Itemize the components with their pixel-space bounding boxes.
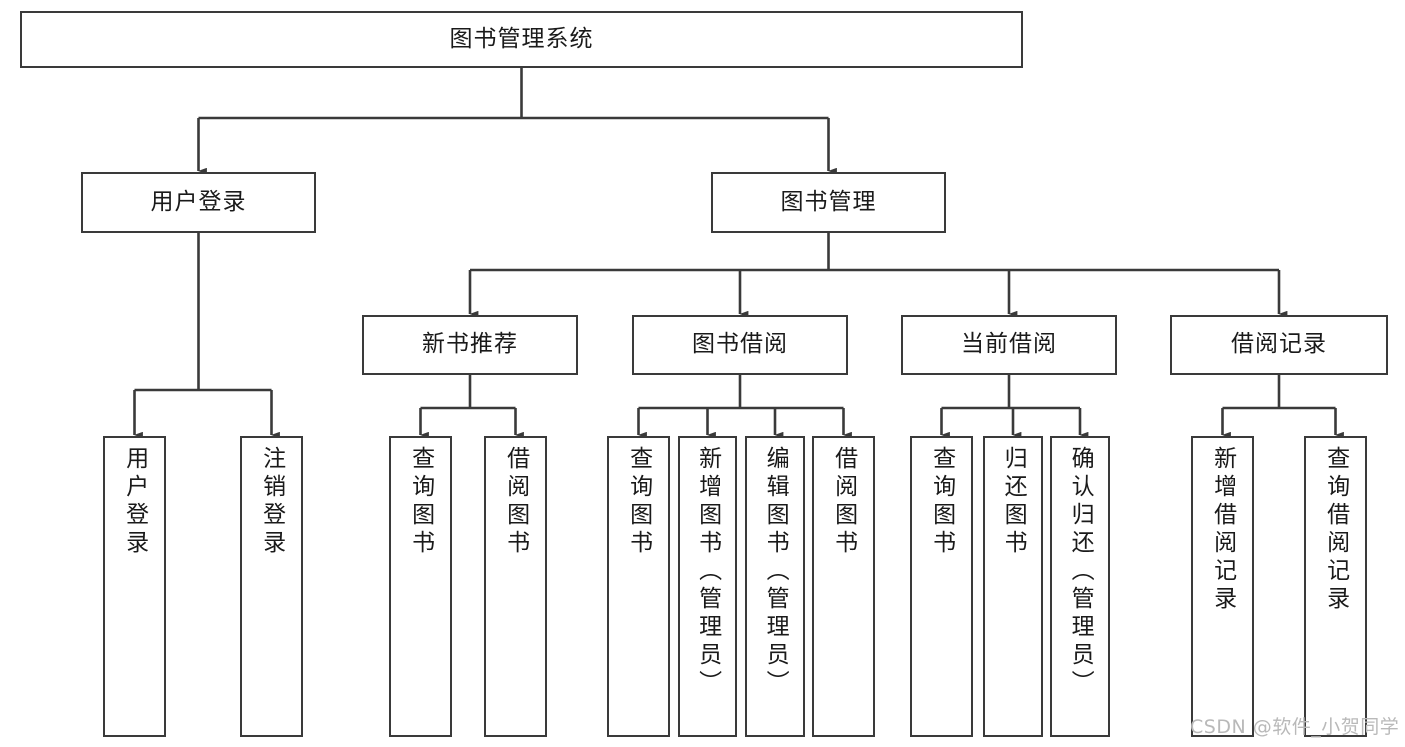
node-current-return-book[interactable]: 归还图书 bbox=[983, 436, 1043, 737]
node-label: 查询借阅记录 bbox=[1322, 446, 1349, 614]
node-label: 查询图书 bbox=[928, 446, 955, 558]
node-label: 新增借阅记录 bbox=[1209, 446, 1236, 614]
node-label: 新书推荐 bbox=[422, 331, 518, 358]
node-user-logout[interactable]: 注销登录 bbox=[240, 436, 303, 737]
node-current-borrow[interactable]: 当前借阅 bbox=[901, 315, 1117, 375]
node-new-book-recommend[interactable]: 新书推荐 bbox=[362, 315, 578, 375]
node-label: 归还图书 bbox=[1000, 446, 1027, 558]
node-label: 用户登录 bbox=[150, 188, 247, 215]
edge-group bbox=[133, 68, 1344, 439]
node-book-management[interactable]: 图书管理 bbox=[711, 172, 946, 233]
node-user-login[interactable]: 用户登录 bbox=[81, 172, 316, 233]
node-book-borrow[interactable]: 图书借阅 bbox=[632, 315, 848, 375]
node-label: 借阅记录 bbox=[1231, 331, 1327, 358]
node-label: 编辑图书（管理员） bbox=[762, 446, 789, 698]
node-current-query-book[interactable]: 查询图书 bbox=[910, 436, 973, 737]
node-label: 图书管理系统 bbox=[449, 25, 594, 52]
node-record-add[interactable]: 新增借阅记录 bbox=[1191, 436, 1254, 737]
node-label: 借阅图书 bbox=[830, 446, 857, 558]
node-borrow-add-book[interactable]: 新增图书（管理员） bbox=[678, 436, 737, 737]
node-recommend-query-book[interactable]: 查询图书 bbox=[389, 436, 452, 737]
node-label: 借阅图书 bbox=[502, 446, 529, 558]
node-label: 当前借阅 bbox=[961, 331, 1057, 358]
node-label: 新增图书（管理员） bbox=[694, 446, 721, 698]
node-label: 用户登录 bbox=[121, 446, 148, 558]
node-label: 图书管理 bbox=[780, 188, 877, 215]
node-label: 图书借阅 bbox=[692, 331, 788, 358]
node-label: 查询图书 bbox=[407, 446, 434, 558]
node-label: 查询图书 bbox=[625, 446, 652, 558]
node-borrow-query-book[interactable]: 查询图书 bbox=[607, 436, 670, 737]
node-label: 确认归还（管理员） bbox=[1067, 446, 1094, 698]
node-label: 注销登录 bbox=[258, 446, 285, 558]
node-user-login-do[interactable]: 用户登录 bbox=[103, 436, 166, 737]
node-record-query[interactable]: 查询借阅记录 bbox=[1304, 436, 1367, 737]
node-recommend-borrow-book[interactable]: 借阅图书 bbox=[484, 436, 547, 737]
node-root[interactable]: 图书管理系统 bbox=[20, 11, 1023, 68]
csdn-watermark: CSDN @软件_小贺同学 bbox=[1190, 716, 1400, 738]
node-borrow-edit-book[interactable]: 编辑图书（管理员） bbox=[745, 436, 805, 737]
node-borrow-borrow-book[interactable]: 借阅图书 bbox=[812, 436, 875, 737]
node-borrow-record[interactable]: 借阅记录 bbox=[1170, 315, 1388, 375]
node-current-confirm-return[interactable]: 确认归还（管理员） bbox=[1050, 436, 1110, 737]
